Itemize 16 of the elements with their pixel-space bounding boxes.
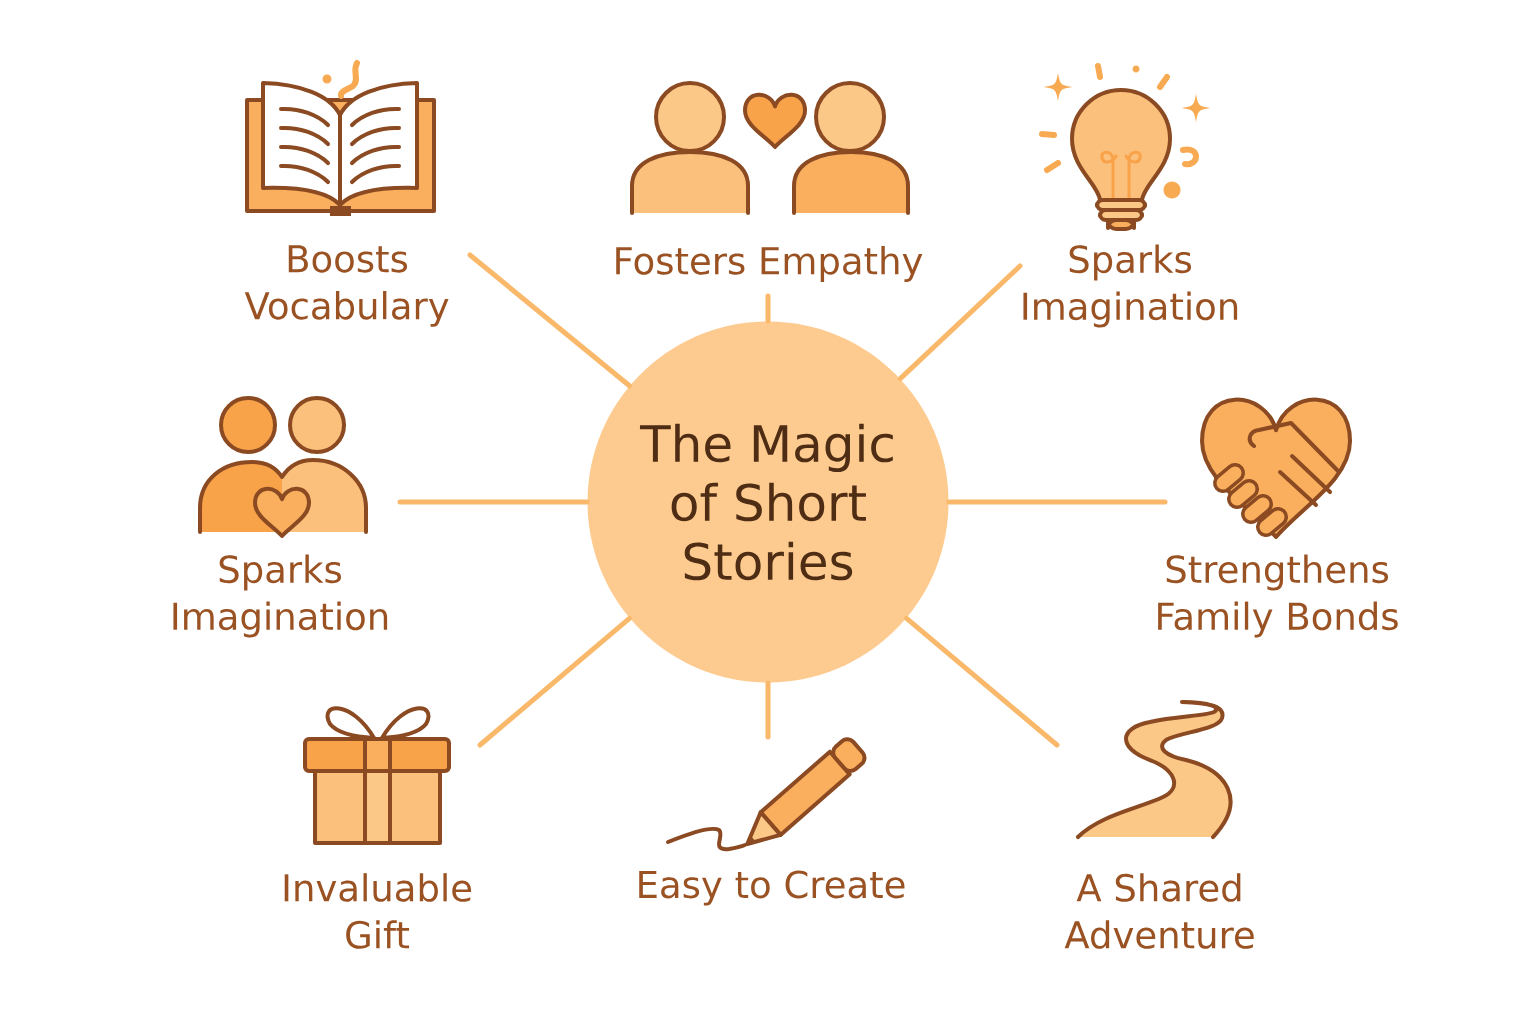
topic-label: Sparks Imagination — [173, 554, 388, 638]
connector-line — [765, 293, 771, 324]
connector-line — [477, 615, 632, 748]
topic-label: Easy to Create — [639, 870, 905, 906]
topic-label: A Shared Adventure — [1064, 873, 1254, 949]
connector-line — [904, 615, 1060, 748]
topic-label: Invaluable Gift — [284, 873, 472, 949]
topic-label: Strengthens Family Bonds — [1158, 554, 1398, 638]
connector-line — [765, 680, 771, 740]
topic-label: Sparks Imagination — [1023, 244, 1238, 328]
connector-line — [467, 252, 632, 389]
connector-line — [397, 499, 590, 505]
connector-line — [897, 263, 1023, 382]
connector-line — [946, 499, 1168, 505]
topic-label: Boosts Vocabulary — [244, 245, 449, 327]
topic-label: Fosters Empathy — [616, 246, 923, 282]
